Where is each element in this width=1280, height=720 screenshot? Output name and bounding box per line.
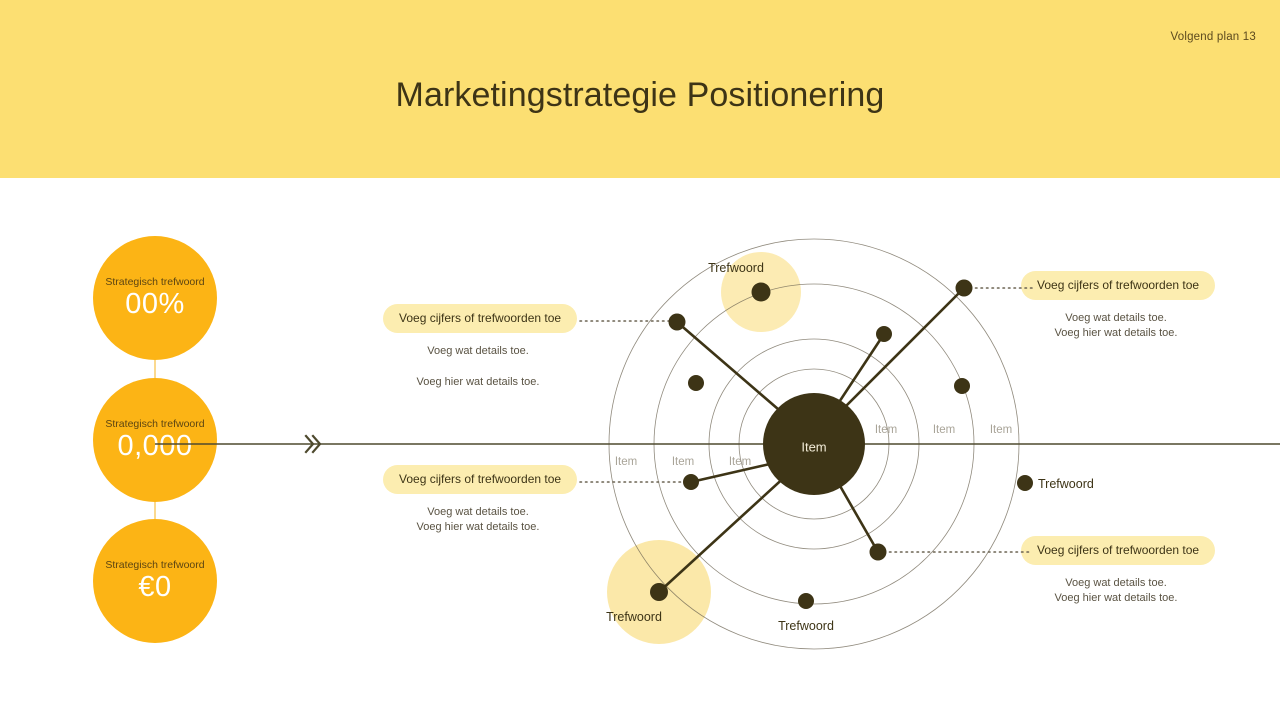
callout-right-top: Voeg cijfers of trefwoorden toe Voeg wat…: [1021, 271, 1216, 339]
slide-indicator: Volgend plan 13: [1170, 31, 1256, 43]
callout-pill[interactable]: Voeg cijfers of trefwoorden toe: [1021, 536, 1216, 565]
callout-right-bottom: Voeg cijfers of trefwoorden toe Voeg wat…: [1021, 536, 1216, 604]
kpi-value: €0: [138, 571, 172, 604]
kpi-label: Strategisch trefwoord: [105, 276, 205, 289]
node-label-right: Trefwoord: [1038, 477, 1094, 491]
data-node[interactable]: [876, 326, 892, 342]
data-node[interactable]: [954, 378, 970, 394]
center-hub[interactable]: [763, 393, 865, 495]
data-node[interactable]: [683, 474, 699, 490]
kpi-connector-2: [154, 500, 156, 524]
center-hub-label: Item: [801, 439, 826, 454]
callout-pill[interactable]: Voeg cijfers of trefwoorden toe: [383, 465, 578, 494]
header-band: [0, 0, 1280, 178]
data-node[interactable]: [668, 313, 686, 331]
data-node[interactable]: [1017, 475, 1033, 491]
callout-left-bottom: Voeg cijfers of trefwoorden toe Voeg wat…: [383, 465, 578, 533]
data-node[interactable]: [688, 375, 704, 391]
spoke-bottom-left: [657, 461, 802, 594]
axis-label-right-1: Item: [875, 424, 897, 436]
spoke-right-upper-outer: [824, 286, 966, 428]
kpi-circle-3[interactable]: Strategisch trefwoord €0: [93, 519, 217, 643]
callout-detail-line: Voeg hier wat details toe.: [416, 376, 540, 388]
callout-detail-line: Voeg hier wat details toe.: [416, 521, 540, 533]
radial-diagram: Item Item Item Item Item Item Item Trefw…: [155, 238, 1280, 650]
kpi-value: 0,000: [117, 430, 193, 463]
kpi-circle-2[interactable]: Strategisch trefwoord 0,000: [93, 378, 217, 502]
kpi-value: 00%: [125, 288, 185, 321]
callout-detail-line: Voeg hier wat details toe.: [1054, 592, 1178, 604]
data-node[interactable]: [869, 543, 887, 561]
kpi-circle-1[interactable]: Strategisch trefwoord 00%: [93, 236, 217, 360]
kpi-connector-1: [154, 358, 156, 382]
data-node[interactable]: [798, 593, 814, 609]
node-label-bottom-left: Trefwoord: [606, 610, 662, 624]
callout-detail-line: Voeg wat details toe.: [427, 345, 529, 357]
axis-label-left-3: Item: [615, 456, 637, 468]
data-node[interactable]: [751, 282, 771, 302]
axis-label-left-1: Item: [729, 456, 751, 468]
axis-label-right-3: Item: [990, 424, 1012, 436]
axis-label-left-2: Item: [672, 456, 694, 468]
kpi-label: Strategisch trefwoord: [105, 418, 205, 431]
callout-pill[interactable]: Voeg cijfers of trefwoorden toe: [1021, 271, 1216, 300]
callout-left-top: Voeg cijfers of trefwoorden toe Voeg wat…: [383, 304, 578, 388]
node-label-bottom: Trefwoord: [778, 619, 834, 633]
callout-detail-line: Voeg hier wat details toe.: [1054, 327, 1178, 339]
callout-detail-line: Voeg wat details toe.: [1065, 312, 1167, 324]
callout-pill[interactable]: Voeg cijfers of trefwoorden toe: [383, 304, 578, 333]
node-label-top: Trefwoord: [708, 261, 764, 275]
data-node[interactable]: [650, 583, 668, 601]
kpi-label: Strategisch trefwoord: [105, 559, 205, 572]
callout-detail-line: Voeg wat details toe.: [1065, 577, 1167, 589]
chevron-double-right-icon: [304, 434, 322, 454]
data-node[interactable]: [955, 279, 973, 297]
callout-detail-line: Voeg wat details toe.: [427, 506, 529, 518]
axis-label-right-2: Item: [933, 424, 955, 436]
page-title: Marketingstrategie Positionering: [395, 76, 885, 114]
